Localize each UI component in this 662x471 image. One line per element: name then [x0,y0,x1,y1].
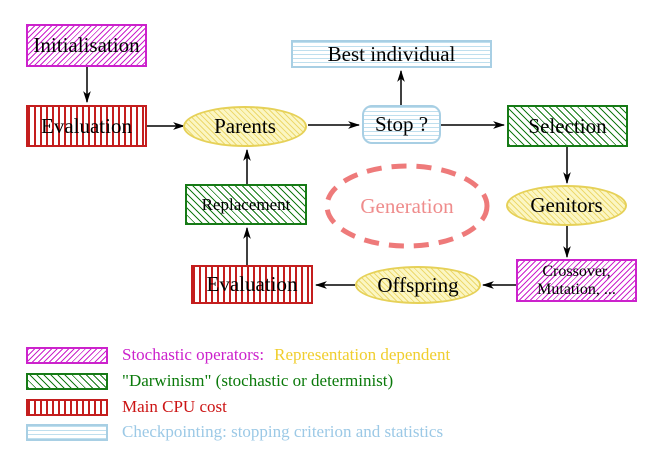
legend-label-cpu: Main CPU cost [122,397,227,416]
node-best-individual: Best individual [291,40,492,68]
node-evaluation-top: Evaluation [26,105,147,147]
legend-label-stochastic: Stochastic operators: [122,345,265,364]
node-initialisation: Initialisation [26,24,147,67]
legend-row-stochastic: Stochastic operators: Representation dep… [26,345,450,365]
node-evaluation-bottom: Evaluation [191,265,313,304]
legend-swatch-green-hatch [26,372,108,390]
node-replacement: Replacement [185,184,307,225]
node-selection: Selection [507,105,628,147]
legend-swatch-cyan-stripe [26,423,108,441]
node-stop: Stop ? [362,105,441,144]
node-offspring: Offspring [355,266,481,304]
legend-label-representation: Representation dependent [274,345,451,364]
generation-label: Generation [360,194,454,218]
legend-row-darwinism: "Darwinism" (stochastic or determinist) [26,371,393,391]
legend-row-checkpointing: Checkpointing: stopping criterion and st… [26,422,443,442]
legend-row-cpu: Main CPU cost [26,397,227,417]
legend-label-darwinism: "Darwinism" (stochastic or determinist) [122,371,394,390]
node-crossover-mutation: Crossover, Mutation, ... [516,259,637,302]
crossover-line1: Crossover, [542,262,611,280]
legend-swatch-magenta-hatch [26,346,108,364]
legend-label-checkpointing: Checkpointing: stopping criterion and st… [122,422,444,441]
node-parents: Parents [183,106,307,147]
legend-swatch-red-stripe [26,398,108,416]
node-genitors: Genitors [506,185,627,226]
crossover-line2: Mutation, ... [537,280,616,298]
